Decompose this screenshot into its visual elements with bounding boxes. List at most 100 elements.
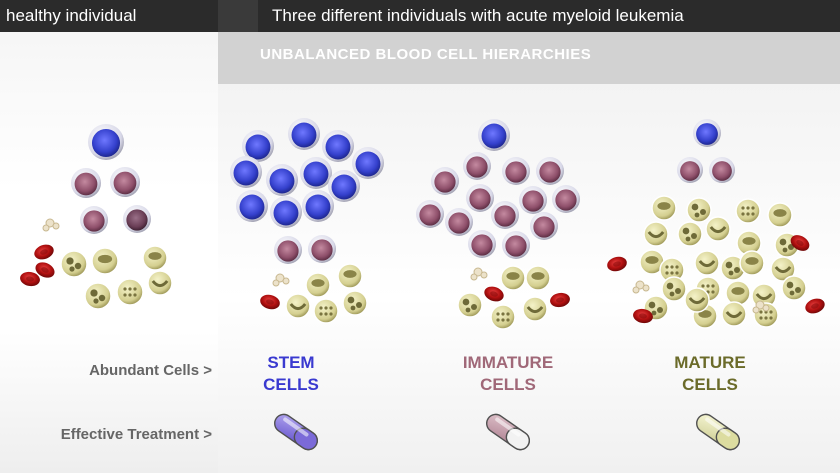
mature-cell-icon <box>721 301 747 327</box>
platelet-icon <box>470 267 488 281</box>
red-blood-cell-icon <box>35 262 55 278</box>
mature-cell-icon <box>285 293 311 319</box>
mature-cell-icon <box>313 298 339 324</box>
immature-cells-label-line2: CELLS <box>480 375 536 394</box>
immature-cell-icon <box>530 212 558 240</box>
red-blood-cell-icon <box>20 271 40 287</box>
red-blood-cell-icon <box>34 244 54 260</box>
immature-cell-icon <box>80 206 108 234</box>
healthy-individual-label: healthy individual <box>6 6 137 25</box>
platelet-icon <box>272 273 290 287</box>
mature-capsule-icon <box>696 413 740 451</box>
immature-cell-icon <box>71 168 101 198</box>
stem-cell-icon <box>693 119 721 147</box>
mature-cell-icon <box>500 265 526 291</box>
mature-cell-icon <box>694 250 720 276</box>
red-blood-cell-icon <box>607 256 627 272</box>
immature-cell-icon <box>519 186 547 214</box>
mature-cell-icon <box>84 282 112 310</box>
mature-cell-icon <box>686 197 712 223</box>
immature-cell-icon <box>491 201 519 229</box>
stem-cells-label-line2: CELLS <box>263 375 319 394</box>
stem-cell-icon <box>300 157 332 189</box>
mature-cells-label-line1: MATURE <box>674 353 746 372</box>
immature-cells-label: IMMATURE CELLS <box>438 352 578 396</box>
red-blood-cell-icon <box>633 308 653 324</box>
immature-cell-icon <box>466 184 494 212</box>
stem-cell-icon <box>230 156 262 188</box>
header-bar-left <box>0 0 218 32</box>
immature-cell-icon <box>123 205 151 233</box>
mature-cell-icon <box>677 221 703 247</box>
immature-cell-icon <box>308 235 336 263</box>
mature-cell-icon <box>770 256 796 282</box>
platelet-icon <box>42 218 60 232</box>
immature-cell-icon <box>709 157 735 183</box>
mature-cell-icon <box>661 276 687 302</box>
mature-cell-icon <box>116 278 144 306</box>
mature-cell-icon <box>725 280 751 306</box>
mature-cell-icon <box>142 245 168 271</box>
mature-cell-icon <box>305 272 331 298</box>
mature-cells-label: MATURE CELLS <box>640 352 780 396</box>
mature-cell-icon <box>525 265 551 291</box>
immature-capsule-icon <box>486 413 530 451</box>
stem-cells-label-line1: STEM <box>267 353 315 372</box>
stem-cell-icon <box>266 164 298 196</box>
immature-cells-label-line1: IMMATURE <box>462 353 554 372</box>
stem-cell-icon <box>302 190 334 222</box>
red-blood-cell-icon <box>260 294 280 310</box>
immature-cell-icon <box>463 152 491 180</box>
mature-cell-icon <box>91 247 119 275</box>
aml-individuals-label: Three different individuals with acute m… <box>272 6 684 25</box>
immature-cell-icon <box>431 167 459 195</box>
mature-cell-icon <box>337 263 363 289</box>
red-blood-cell-icon <box>550 292 570 308</box>
immature-cell-icon <box>416 200 444 228</box>
mature-cell-icon <box>736 230 762 256</box>
immature-cell-icon <box>677 157 703 183</box>
banner-title: UNBALANCED BLOOD CELL HIERARCHIES <box>260 46 592 63</box>
mature-cell-icon <box>457 292 483 318</box>
immature-cell-icon <box>274 236 302 264</box>
platelet-icon <box>752 300 770 314</box>
immature-cell-icon <box>468 230 496 258</box>
stem-cell-icon <box>270 196 302 228</box>
immature-cell-icon <box>536 157 564 185</box>
mature-cell-icon <box>147 270 173 296</box>
immature-cell-icon <box>502 157 530 185</box>
mature-cell-icon <box>781 275 807 301</box>
mature-cell-icon <box>490 304 516 330</box>
immature-cell-icon <box>445 208 473 236</box>
immature-cell-icon <box>552 185 580 213</box>
mature-cell-icon <box>767 202 793 228</box>
mature-cell-icon <box>651 195 677 221</box>
header-divider <box>218 0 258 32</box>
stem-cell-icon <box>288 118 320 150</box>
red-blood-cell-icon <box>805 298 825 314</box>
stem-cells-label: STEM CELLS <box>221 352 361 396</box>
immature-cell-icon <box>502 231 530 259</box>
stem-cell-icon <box>352 147 384 179</box>
immature-cell-icon <box>110 167 140 197</box>
stem-cell-icon <box>236 190 268 222</box>
mature-cell-icon <box>705 216 731 242</box>
red-blood-cell-icon <box>790 235 810 251</box>
platelet-icon <box>632 280 650 294</box>
abundant-cells-label: Abundant Cells > <box>89 362 212 379</box>
mature-cell-icon <box>522 296 548 322</box>
mature-cell-icon <box>643 221 669 247</box>
stem-cell-icon <box>88 124 124 160</box>
stem-cell-icon <box>242 130 274 162</box>
mature-cell-icon <box>60 250 88 278</box>
header-bar-right <box>258 0 840 32</box>
mature-cell-icon <box>342 290 368 316</box>
banner-bar <box>218 32 840 84</box>
stem-cell-icon <box>478 119 510 151</box>
red-blood-cell-icon <box>484 286 504 302</box>
stem-capsule-icon <box>274 413 318 451</box>
effective-treatment-label: Effective Treatment > <box>60 426 212 443</box>
stem-cell-icon <box>322 130 354 162</box>
